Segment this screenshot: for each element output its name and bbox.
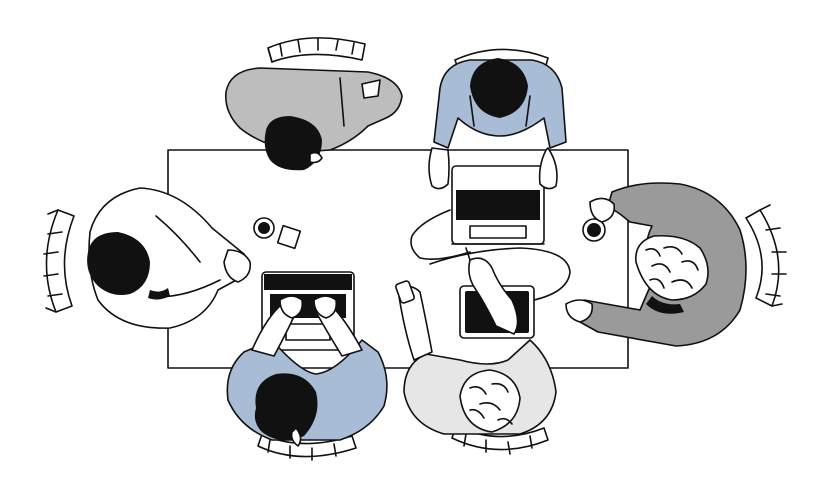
- person-top-right-hair: [470, 58, 528, 118]
- sticky-note: [276, 224, 302, 250]
- coffee-cup-left: [253, 217, 275, 239]
- person-bottom-right: [395, 247, 557, 435]
- person-right: [565, 182, 747, 347]
- phone: [395, 280, 415, 304]
- coffee-cup-right: [582, 218, 606, 242]
- person-bottom-left-hair: [254, 373, 318, 441]
- person-left-hair: [87, 232, 150, 295]
- person-bottom-left: [226, 295, 388, 447]
- person-top-left: [224, 67, 403, 171]
- person-bottom-right-hair: [459, 369, 521, 433]
- laptop-top: [451, 165, 545, 245]
- laptop-cable: [410, 209, 471, 260]
- person-left: [87, 187, 252, 329]
- person-top-left-hair: [264, 116, 322, 171]
- chair-left: [43, 209, 75, 313]
- person-top-right: [428, 58, 567, 190]
- chair-right: [745, 204, 787, 307]
- chair-top-left: [267, 37, 366, 63]
